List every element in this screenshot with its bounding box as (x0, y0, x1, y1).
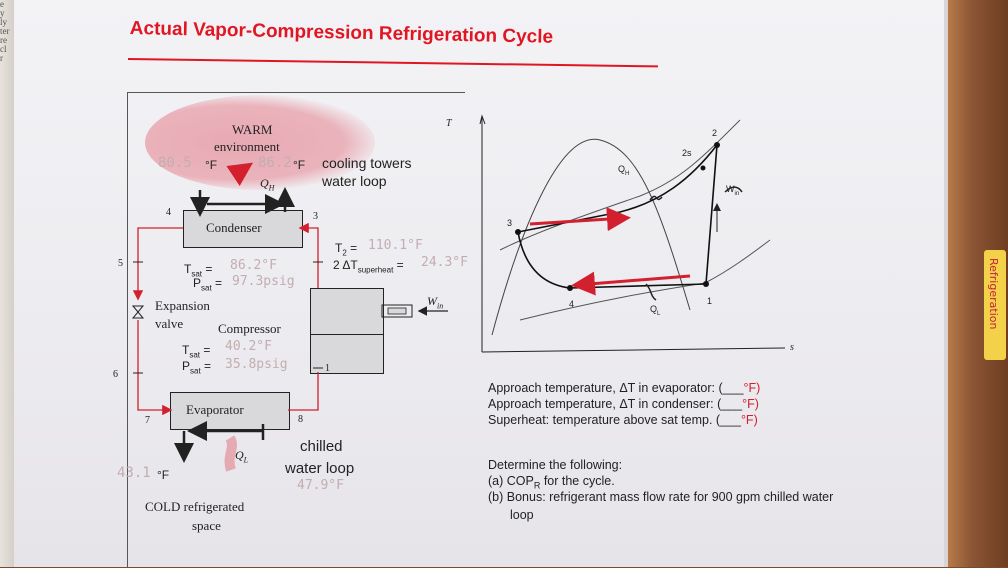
warm-label: WARM (232, 122, 273, 137)
state-3-label: 3 (313, 211, 318, 222)
question-a-rest: for the cycle. (540, 474, 615, 488)
tsat-2-value: 40.2°F (225, 339, 272, 354)
space-label: space (192, 518, 221, 533)
superheat-unit: °F) (740, 413, 758, 427)
warm-cloud (145, 95, 375, 190)
psat-2-label: Psat = (182, 359, 212, 376)
environment-label: environment (214, 139, 280, 154)
ts-t-axis-label: T (446, 118, 452, 129)
approach-condenser-blank[interactable]: ___ (721, 397, 743, 411)
t2-value: 110.1°F (368, 238, 423, 253)
cycle-diagram-frame (127, 92, 465, 568)
textbook-page (14, 0, 974, 567)
ql-label: QL (235, 448, 249, 465)
tsat-1-value: 86.2°F (230, 258, 277, 273)
condenser-label: Condenser (206, 220, 262, 235)
determine-heading: Determine the following: (488, 458, 623, 472)
approach-evaporator-text: Approach temperature, ΔT in evaporator: … (488, 381, 723, 395)
approach-condenser-unit: °F) (742, 397, 759, 411)
state-1-label: 1 (325, 363, 330, 374)
state-4-label: 4 (166, 207, 171, 218)
question-b: (b) Bonus: refrigerant mass flow rate fo… (488, 490, 834, 504)
dt-superheat-value: 24.3°F (421, 255, 468, 270)
tsat-2-label: Tsat = (182, 343, 211, 360)
superheat-text: Superheat: temperature above sat temp. ( (488, 413, 721, 427)
psat-1-label: Psat = (193, 276, 223, 293)
sticky-tab (984, 250, 1006, 360)
cold-temp: 43.1 (117, 465, 151, 481)
chilled-temp: 47.9°F (297, 478, 344, 493)
deg-f-1: °F (205, 158, 218, 172)
water-loop-label-2: water loop (285, 460, 355, 477)
win-label: Win (427, 294, 444, 311)
tsat-1-label: Tsat = (184, 262, 213, 279)
compressor-cylinder (310, 334, 384, 374)
psat-2-value: 35.8psig (225, 357, 288, 372)
qh-label: QH (260, 176, 275, 193)
ts-ql-label: QL (650, 304, 661, 317)
t2-label: T2 = (335, 241, 358, 258)
state-8-label: 8 (298, 414, 303, 425)
ts-state-2: 2 (712, 128, 718, 138)
dt-superheat-label: 2 ΔTsuperheat = (333, 258, 404, 275)
question-a-sub: R (533, 480, 541, 491)
ts-state-2s: 2s (682, 148, 692, 158)
valve-label: valve (155, 316, 184, 331)
deg-f-2: °F (293, 158, 306, 172)
cooling-towers-label: cooling towers (322, 155, 412, 171)
qh-temp: 86.2 (258, 155, 292, 171)
state-6-label: 6 (113, 369, 118, 380)
warm-temp: 80.5 (158, 155, 192, 171)
deg-f-3: °F (157, 468, 170, 482)
ts-win-label: Win (726, 184, 740, 197)
psat-1-value: 97.3psig (232, 274, 295, 289)
chilled-label: chilled (300, 438, 343, 455)
ts-s-axis-label: s (790, 342, 794, 353)
state-5-label: 5 (118, 258, 123, 269)
approach-evaporator-blank[interactable]: ___ (722, 381, 744, 395)
superheat-blank[interactable]: ___ (720, 413, 741, 427)
approach-evaporator-unit: °F) (743, 381, 761, 395)
adjacent-page-text: e y ly ter re cl r (0, 0, 10, 63)
ts-qh-label: QH (618, 164, 630, 177)
compressor-box (310, 288, 384, 336)
expansion-label: Expansion (155, 298, 210, 313)
state-7-label: 7 (145, 415, 150, 426)
left-background (0, 0, 14, 567)
water-loop-label-1: water loop (322, 173, 387, 189)
question-b-cont: loop (510, 508, 534, 522)
approach-evaporator: Approach temperature, ΔT in evaporator: … (488, 381, 760, 395)
cold-label: COLD refrigerated (145, 499, 245, 514)
sticky-tab-text: Refrigeration (987, 258, 1000, 330)
superheat-line: Superheat: temperature above sat temp. (… (488, 413, 758, 427)
condenser-box (183, 210, 303, 248)
approach-condenser-text: Approach temperature, ΔT in condenser: ( (488, 397, 722, 411)
ts-state-3: 3 (507, 218, 513, 228)
evaporator-label: Evaporator (186, 402, 244, 417)
approach-condenser: Approach temperature, ΔT in condenser: (… (488, 397, 759, 411)
ts-state-1: 1 (707, 296, 713, 306)
compressor-label: Compressor (218, 321, 281, 336)
ts-state-4: 4 (569, 299, 575, 309)
question-a: (a) COPR for the cycle. (488, 474, 615, 491)
question-a-prefix: (a) COP (488, 474, 534, 488)
